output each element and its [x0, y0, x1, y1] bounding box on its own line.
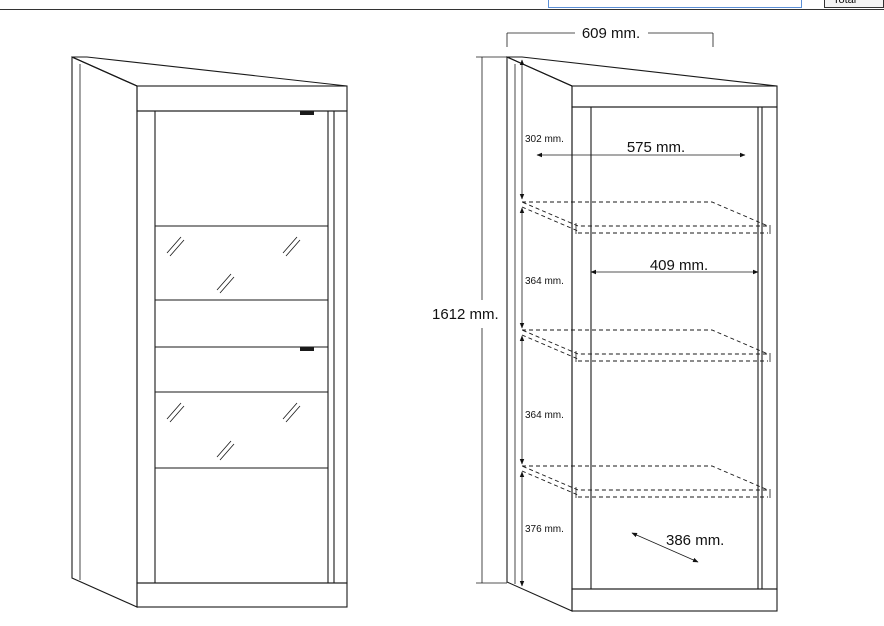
shelf	[521, 465, 771, 498]
section-4-label: 376 mm.	[525, 524, 564, 535]
left-cabinet-plinth	[136, 582, 348, 608]
right-cabinet-top	[506, 56, 778, 87]
cabinet-front-view	[71, 56, 348, 608]
shelf	[521, 201, 771, 234]
door-handle	[300, 347, 314, 351]
inner-width-label: 575 mm.	[627, 139, 685, 156]
section-1-label: 302 mm.	[525, 134, 564, 145]
cabinet-dimension-view	[476, 32, 778, 612]
shelf-width-label: 409 mm.	[650, 257, 708, 274]
glass-pane-upper	[166, 236, 301, 294]
left-cabinet-side	[71, 56, 138, 608]
toolbar-divider	[0, 9, 884, 10]
width-label: 609 mm.	[582, 25, 640, 42]
depth-label: 386 mm.	[666, 532, 724, 549]
glass-pane-lower	[166, 402, 301, 461]
section-3-label: 364 mm.	[525, 410, 564, 421]
depth-arrow	[631, 532, 699, 563]
section-2-label: 364 mm.	[525, 276, 564, 287]
search-input[interactable]	[548, 0, 802, 8]
width-dimension-line	[506, 32, 714, 47]
left-cabinet-top	[71, 56, 348, 87]
height-label: 1612 mm.	[432, 306, 499, 323]
shelf	[521, 329, 771, 362]
left-cabinet-top-rail	[136, 85, 348, 112]
door-handle	[300, 111, 314, 115]
height-dimension-line	[476, 56, 507, 584]
